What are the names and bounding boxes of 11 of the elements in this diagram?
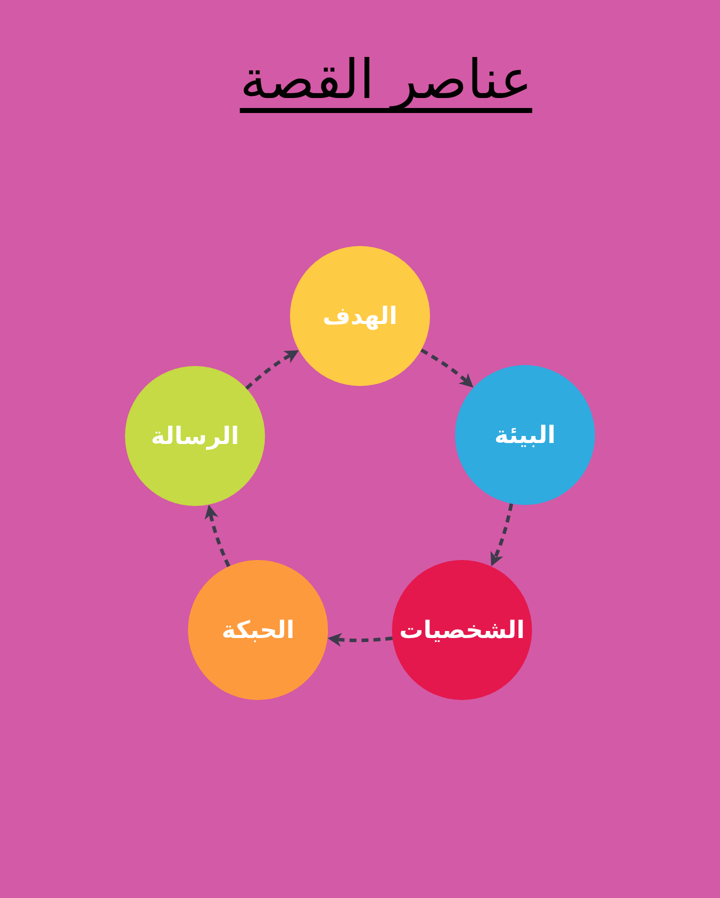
arrow: [245, 350, 299, 390]
title: عناصر القصة: [240, 48, 532, 112]
arrow: [328, 632, 393, 647]
node-label: الرسالة: [150, 421, 240, 451]
arrow: [204, 504, 230, 568]
arrow: [490, 503, 514, 566]
node-label: الشخصيات: [399, 615, 525, 645]
arrow: [420, 348, 474, 388]
node-label: الهدف: [322, 301, 398, 331]
node-label: الحبكة: [222, 615, 294, 645]
node-label: البيئة: [494, 420, 556, 450]
